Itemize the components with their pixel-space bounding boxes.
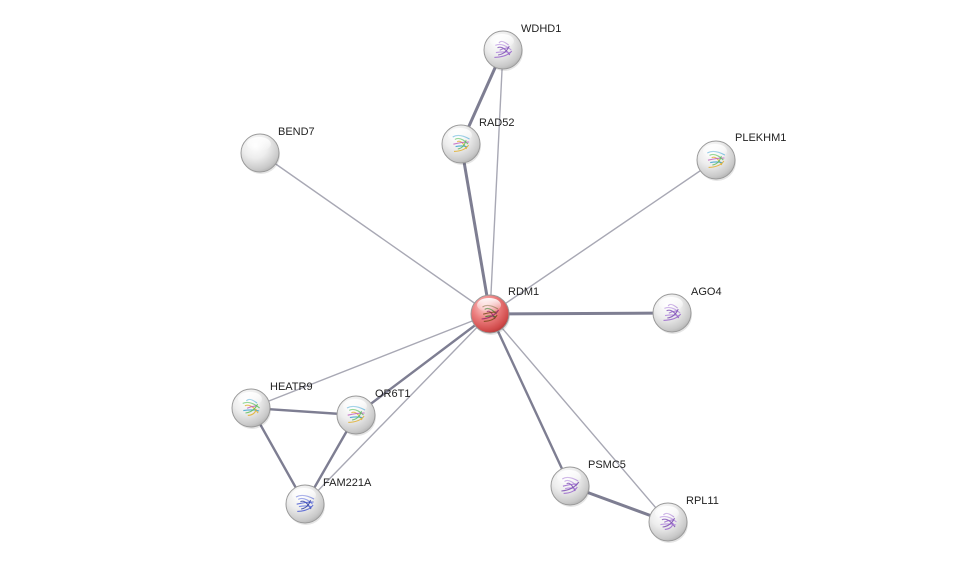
structure-ribbon [494, 50, 513, 58]
node-label-rad52: RAD52 [479, 117, 514, 129]
structure-ribbon [481, 309, 500, 320]
edge-rdm1-rad52[interactable] [459, 142, 492, 316]
node-ago4[interactable]: AGO4 [652, 286, 722, 334]
structure-ribbon [453, 144, 470, 152]
edge-rdm1-psmc5[interactable] [488, 312, 572, 488]
node-bend7[interactable]: BEND7 [240, 126, 315, 174]
structure-ribbon [297, 504, 314, 512]
structure-ribbon [712, 155, 722, 166]
structure-ribbon [498, 45, 510, 56]
node-wdhd1[interactable]: WDHD1 [483, 23, 561, 71]
node-plekhm1[interactable]: PLEKHM1 [696, 132, 786, 181]
structure-ribbon [499, 47, 509, 51]
node-rad52[interactable]: RAD52 [441, 117, 514, 165]
structure-ribbon [664, 522, 674, 530]
structure-ribbon [247, 408, 257, 416]
edge-rdm1-ago4[interactable] [488, 311, 674, 316]
structure-ribbon [708, 160, 725, 168]
edge-rdm1-fam221a[interactable] [304, 313, 491, 505]
structure-ribbon [668, 310, 678, 314]
node-heatr9[interactable]: HEATR9 [231, 381, 313, 429]
node-label-fam221a: FAM221A [323, 477, 372, 489]
node-label-plekhm1: PLEKHM1 [735, 132, 786, 144]
structure-ribbon [453, 141, 470, 145]
edge-rdm1-heatr9[interactable] [250, 313, 491, 409]
structure-ribbon [483, 314, 498, 322]
structure-ribbon [300, 499, 312, 510]
structure-ribbon [561, 481, 580, 492]
node-rpl11[interactable]: RPL11 [648, 495, 719, 543]
edge-rdm1-bend7[interactable] [259, 152, 491, 315]
node-gloss [490, 34, 514, 48]
edge-rdm1-wdhd1[interactable] [489, 49, 504, 315]
node-label-rpl11: RPL11 [686, 495, 719, 507]
node-label-heatr9: HEATR9 [270, 381, 313, 393]
structure-ribbon [457, 139, 467, 150]
node-gloss [247, 137, 271, 151]
edge-rdm1-rpl11[interactable] [489, 313, 669, 523]
structure-ribbon [663, 519, 674, 523]
node-gloss [238, 392, 262, 406]
node-or6t1[interactable]: OR6T1 [336, 388, 410, 436]
structure-ribbon [347, 412, 365, 416]
node-psmc5[interactable]: PSMC5 [550, 459, 626, 507]
structure-ribbon [348, 415, 365, 423]
node-label-rdm1: RDM1 [508, 286, 539, 298]
structure-ribbon [243, 409, 260, 412]
node-gloss [292, 488, 316, 502]
edge-rdm1-or6t1[interactable] [354, 312, 492, 417]
structure-ribbon [563, 486, 578, 494]
structure-ribbon [662, 517, 676, 528]
structure-ribbon [296, 501, 314, 505]
structure-ribbon [660, 523, 677, 526]
node-gloss [703, 144, 727, 158]
edge-rdm1-plekhm1[interactable] [489, 159, 717, 315]
node-fam221a[interactable]: FAM221A [285, 477, 372, 525]
structure-ribbon [707, 157, 725, 161]
node-rdm1[interactable]: RDM1 [470, 286, 539, 335]
structure-ribbon [246, 405, 257, 409]
structure-ribbon [351, 410, 363, 421]
node-label-psmc5: PSMC5 [588, 459, 626, 471]
structure-ribbon [663, 313, 682, 321]
node-label-bend7: BEND7 [278, 126, 315, 138]
node-gloss [343, 399, 367, 413]
node-gloss [655, 506, 679, 520]
node-gloss [557, 470, 581, 484]
node-gloss [477, 298, 501, 312]
node-label-wdhd1: WDHD1 [521, 23, 561, 35]
node-gloss [659, 297, 683, 311]
node-label-or6t1: OR6T1 [375, 388, 410, 400]
node-label-ago4: AGO4 [691, 286, 722, 298]
node-gloss [448, 128, 472, 142]
structure-ribbon [245, 403, 259, 414]
structure-ribbon [667, 308, 679, 319]
